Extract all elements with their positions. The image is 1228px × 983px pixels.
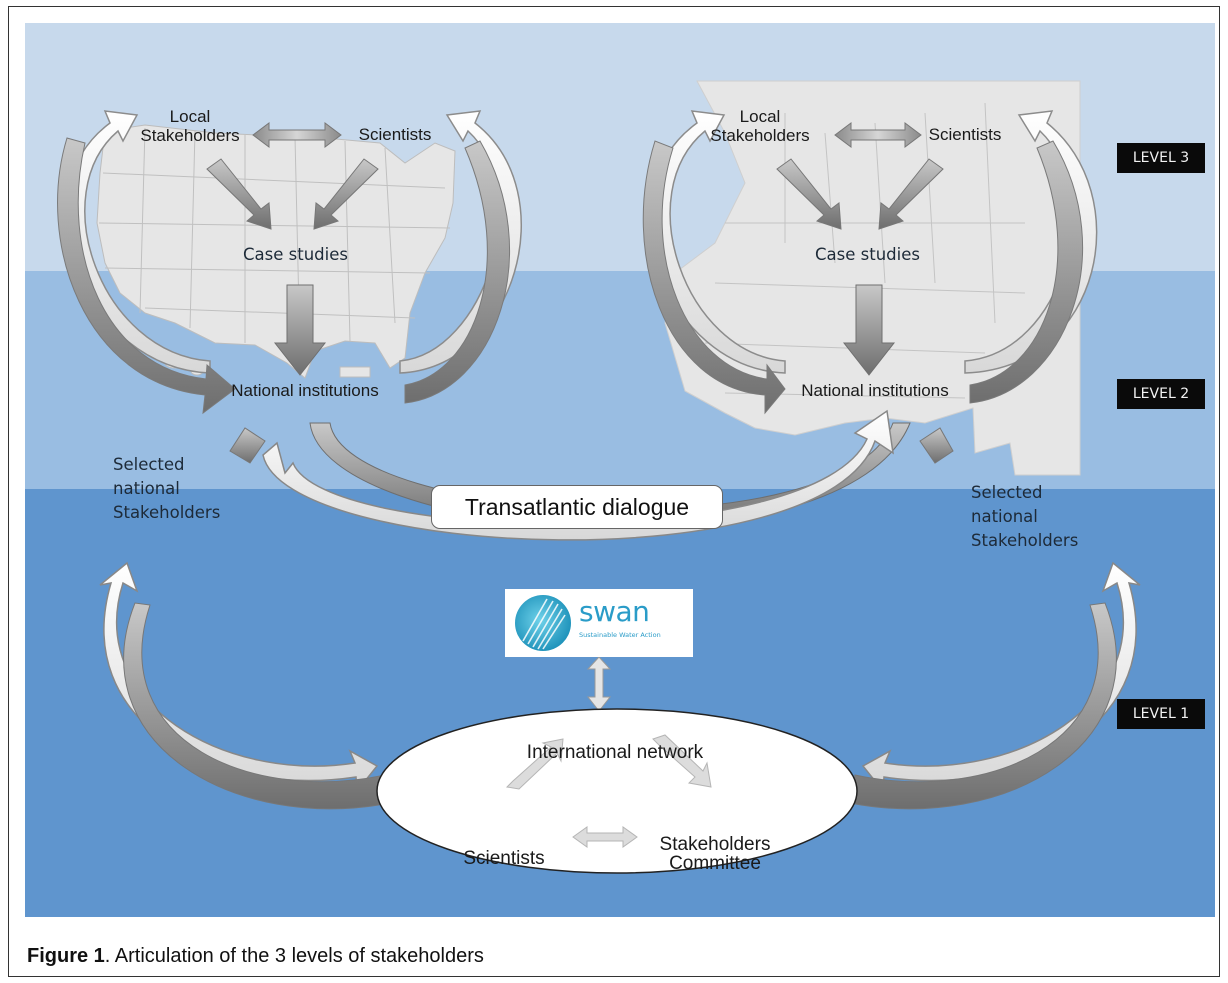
us-selected-line1: Selected (113, 455, 185, 474)
eu-selected-stakeholders: Selected national Stakeholders (971, 481, 1078, 553)
transatlantic-dialogue-box: Transatlantic dialogue (431, 485, 723, 529)
us-local-line2: Stakeholders (140, 126, 240, 145)
diagram: LEVEL 3 LEVEL 2 LEVEL 1 Local Stakeholde… (25, 23, 1215, 917)
caption-text: . Articulation of the 3 levels of stakeh… (104, 945, 484, 967)
us-selected-line2: national (113, 479, 180, 498)
us-arrow-case-national (273, 284, 327, 376)
us-national-institutions: National institutions (231, 381, 379, 400)
level-1-tag: LEVEL 1 (1117, 699, 1205, 729)
us-state-lines (98, 127, 451, 354)
eu-selected-line2: national (971, 507, 1038, 526)
eu-arc-right-dark (969, 140, 1084, 404)
us-case-studies: Case studies (243, 245, 348, 264)
eu-arrow-case-national (842, 284, 896, 376)
eu-selected-line3: Stakeholders (971, 531, 1079, 550)
network-scientists: Scientists (463, 848, 545, 869)
us-arrow-sci-case (313, 158, 379, 230)
eu-national-institutions: National institutions (801, 381, 949, 400)
eu-arrow-local-case (776, 158, 842, 230)
eu-selected-line1: Selected (971, 483, 1043, 502)
eu-arrow-local-scientists (834, 122, 922, 148)
eu-local-line2: Stakeholders (710, 126, 810, 145)
swan-tagline: Sustainable Water Action (579, 631, 661, 639)
us-arrow-to-selected (229, 427, 266, 464)
us-arrow-local-scientists (252, 122, 342, 148)
stakeholders-committee: Stakeholders Committee (645, 835, 785, 873)
us-arc-left-dark (57, 137, 236, 415)
eu-local-stakeholders: Local Stakeholders (695, 107, 825, 145)
committee-line2: Committee (669, 853, 761, 874)
us-arc-right-dark (404, 140, 510, 404)
committee-line1: Stakeholders (659, 834, 771, 855)
level-3-tag: LEVEL 3 (1117, 143, 1205, 173)
international-network-ellipse (376, 708, 858, 874)
us-scientists: Scientists (358, 125, 432, 144)
us-selected-line3: Stakeholders (113, 503, 221, 522)
international-network-title: International network (526, 742, 704, 763)
us-local-stakeholders: Local Stakeholders (125, 107, 255, 145)
us-selected-stakeholders: Selected national Stakeholders (113, 453, 220, 525)
swan-network-arrow (586, 656, 612, 712)
eu-arrow-sci-case (878, 158, 944, 230)
eu-local-line1: Local (739, 107, 781, 126)
eu-arc-left-dark (642, 140, 786, 415)
swan-logo-graphic (515, 595, 571, 651)
eu-scientists: Scientists (928, 125, 1002, 144)
network-arrow-sci-intl (505, 738, 564, 790)
figure-caption: Figure 1. Articulation of the 3 levels o… (27, 945, 484, 968)
us-local-line1: Local (169, 107, 211, 126)
eu-case-studies: Case studies (815, 245, 920, 264)
network-arrow-sci-committee (572, 826, 638, 848)
level-2-tag: LEVEL 2 (1117, 379, 1205, 409)
eu-arrow-to-selected (919, 427, 954, 464)
diagram-canvas (25, 23, 1215, 917)
network-arrow-intl-committee (652, 734, 712, 788)
swan-logo: swan Sustainable Water Action (505, 589, 693, 657)
caption-label: Figure 1 (27, 945, 105, 967)
us-arrow-local-case (206, 158, 272, 230)
us-map (96, 124, 456, 379)
swan-name: swan (579, 595, 650, 628)
